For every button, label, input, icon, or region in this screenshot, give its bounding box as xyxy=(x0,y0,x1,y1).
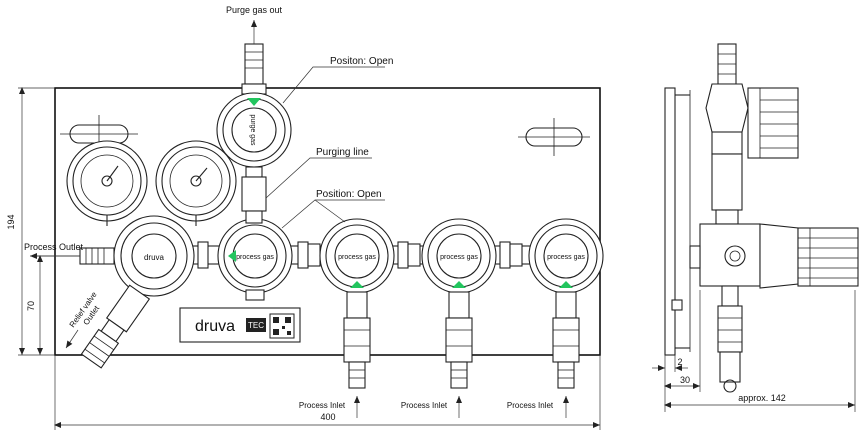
front-view: druva process gas process gas xyxy=(30,20,604,418)
brand-plate: druva TEC xyxy=(179,307,301,343)
label-process-outlet: Process Outlet xyxy=(24,242,84,252)
pressure-gauge-left xyxy=(66,140,148,226)
pressure-regulator: druva xyxy=(113,215,195,297)
position-marker-1 xyxy=(228,250,236,262)
mounting-slot-right xyxy=(518,118,590,156)
position-marker-2 xyxy=(350,281,364,288)
brand-name: druva xyxy=(195,318,235,335)
inlet-assembly-3 xyxy=(552,291,580,389)
mounting-panel xyxy=(54,87,601,356)
brand-suffix: TEC xyxy=(248,321,264,330)
side-view xyxy=(664,43,859,393)
inlet-assembly-2 xyxy=(445,291,473,389)
process-valve-4: process gas xyxy=(528,218,604,294)
process-outlet-fitting xyxy=(79,247,115,265)
side-regulator xyxy=(689,223,859,289)
dim-side-total: approx. 142 xyxy=(738,393,786,403)
relief-valve xyxy=(80,284,151,369)
process-valve-1: process gas xyxy=(217,218,293,301)
front-dimensions xyxy=(18,87,601,430)
dim-side-small: 2 xyxy=(677,357,682,367)
label-process-inlet-2: Process Inlet xyxy=(401,401,448,410)
dim-height-total: 194 xyxy=(6,214,16,229)
label-position-top: Positon: Open xyxy=(330,56,393,67)
label-position-mid: Position: Open xyxy=(316,189,382,200)
label-purge-gas-out: Purge gas out xyxy=(226,5,283,15)
process-valve-3-label: process gas xyxy=(440,254,478,261)
side-lower-fitting xyxy=(671,285,743,393)
process-valve-3: process gas xyxy=(421,218,497,294)
side-dimensions xyxy=(652,290,856,412)
leader-purging-line xyxy=(265,157,372,199)
pipe-fittings xyxy=(197,241,523,269)
process-valve-2-label: process gas xyxy=(338,254,376,261)
label-process-inlet-1: Process Inlet xyxy=(299,401,346,410)
leader-position-top xyxy=(282,66,385,104)
purge-fitting-top xyxy=(241,43,267,95)
position-marker-3 xyxy=(452,281,466,288)
process-valve-4-label: process gas xyxy=(547,254,585,261)
process-valve-1-label: process gas xyxy=(236,254,274,261)
relief-valve-arrow xyxy=(65,329,79,349)
purge-position-marker xyxy=(247,98,261,106)
regulator-knob-label: druva xyxy=(144,253,165,262)
purge-valve: purge gas xyxy=(216,92,292,168)
dim-height-lower: 70 xyxy=(26,301,36,311)
side-purge-knob xyxy=(747,87,799,159)
process-valve-2: process gas xyxy=(319,218,395,294)
side-bracket xyxy=(664,87,676,356)
label-relief-valve: Relief valve Outlet xyxy=(68,288,109,335)
label-purging-line: Purging line xyxy=(316,147,369,158)
dim-width-total: 400 xyxy=(320,412,335,422)
pressure-gauge-right xyxy=(155,140,237,226)
position-marker-4 xyxy=(559,281,573,288)
dim-side-depth: 30 xyxy=(680,375,690,385)
label-process-inlet-3: Process Inlet xyxy=(507,401,554,410)
purging-line-pipe xyxy=(241,166,267,224)
purge-valve-label: purge gas xyxy=(249,114,256,146)
inlet-assembly-1 xyxy=(343,291,371,389)
